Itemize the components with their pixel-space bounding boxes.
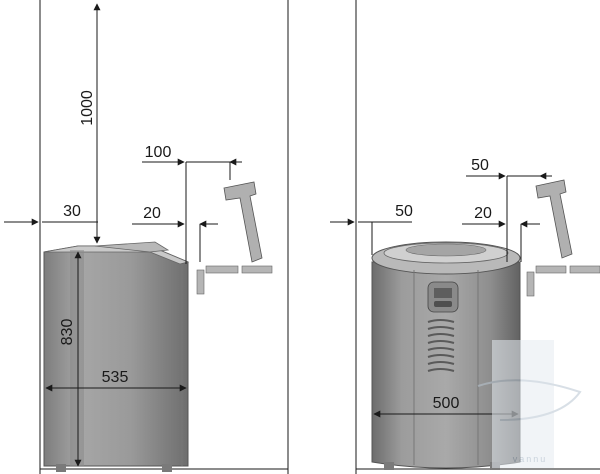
watermark-logo: vannu xyxy=(477,340,582,468)
left-dim-1000-label: 1000 xyxy=(79,90,96,126)
right-dim-20-label: 20 xyxy=(474,205,492,222)
right-diagram: 50 50 20 500 xyxy=(330,0,600,474)
right-dim-50-rail-label: 50 xyxy=(471,157,489,174)
watermark-text: vannu xyxy=(513,454,548,464)
right-dim-50-side-label: 50 xyxy=(395,203,413,220)
left-dim-830-label: 830 xyxy=(59,319,76,346)
left-bench-rail xyxy=(196,181,273,295)
right-bench-rail xyxy=(526,179,600,297)
right-heater-foot-1 xyxy=(384,462,394,470)
left-heater xyxy=(43,241,190,472)
left-heater-foot-2 xyxy=(162,464,172,472)
right-dim-500-label: 500 xyxy=(433,395,460,412)
left-dim-20-label: 20 xyxy=(143,205,161,222)
left-diagram: 1000 30 100 20 830 535 xyxy=(4,0,289,474)
left-dim-535-label: 535 xyxy=(102,369,129,386)
left-dim-100-label: 100 xyxy=(145,144,172,161)
left-heater-foot-1 xyxy=(56,464,66,472)
right-heater-grille xyxy=(427,319,455,372)
left-dim-30-label: 30 xyxy=(63,203,81,220)
